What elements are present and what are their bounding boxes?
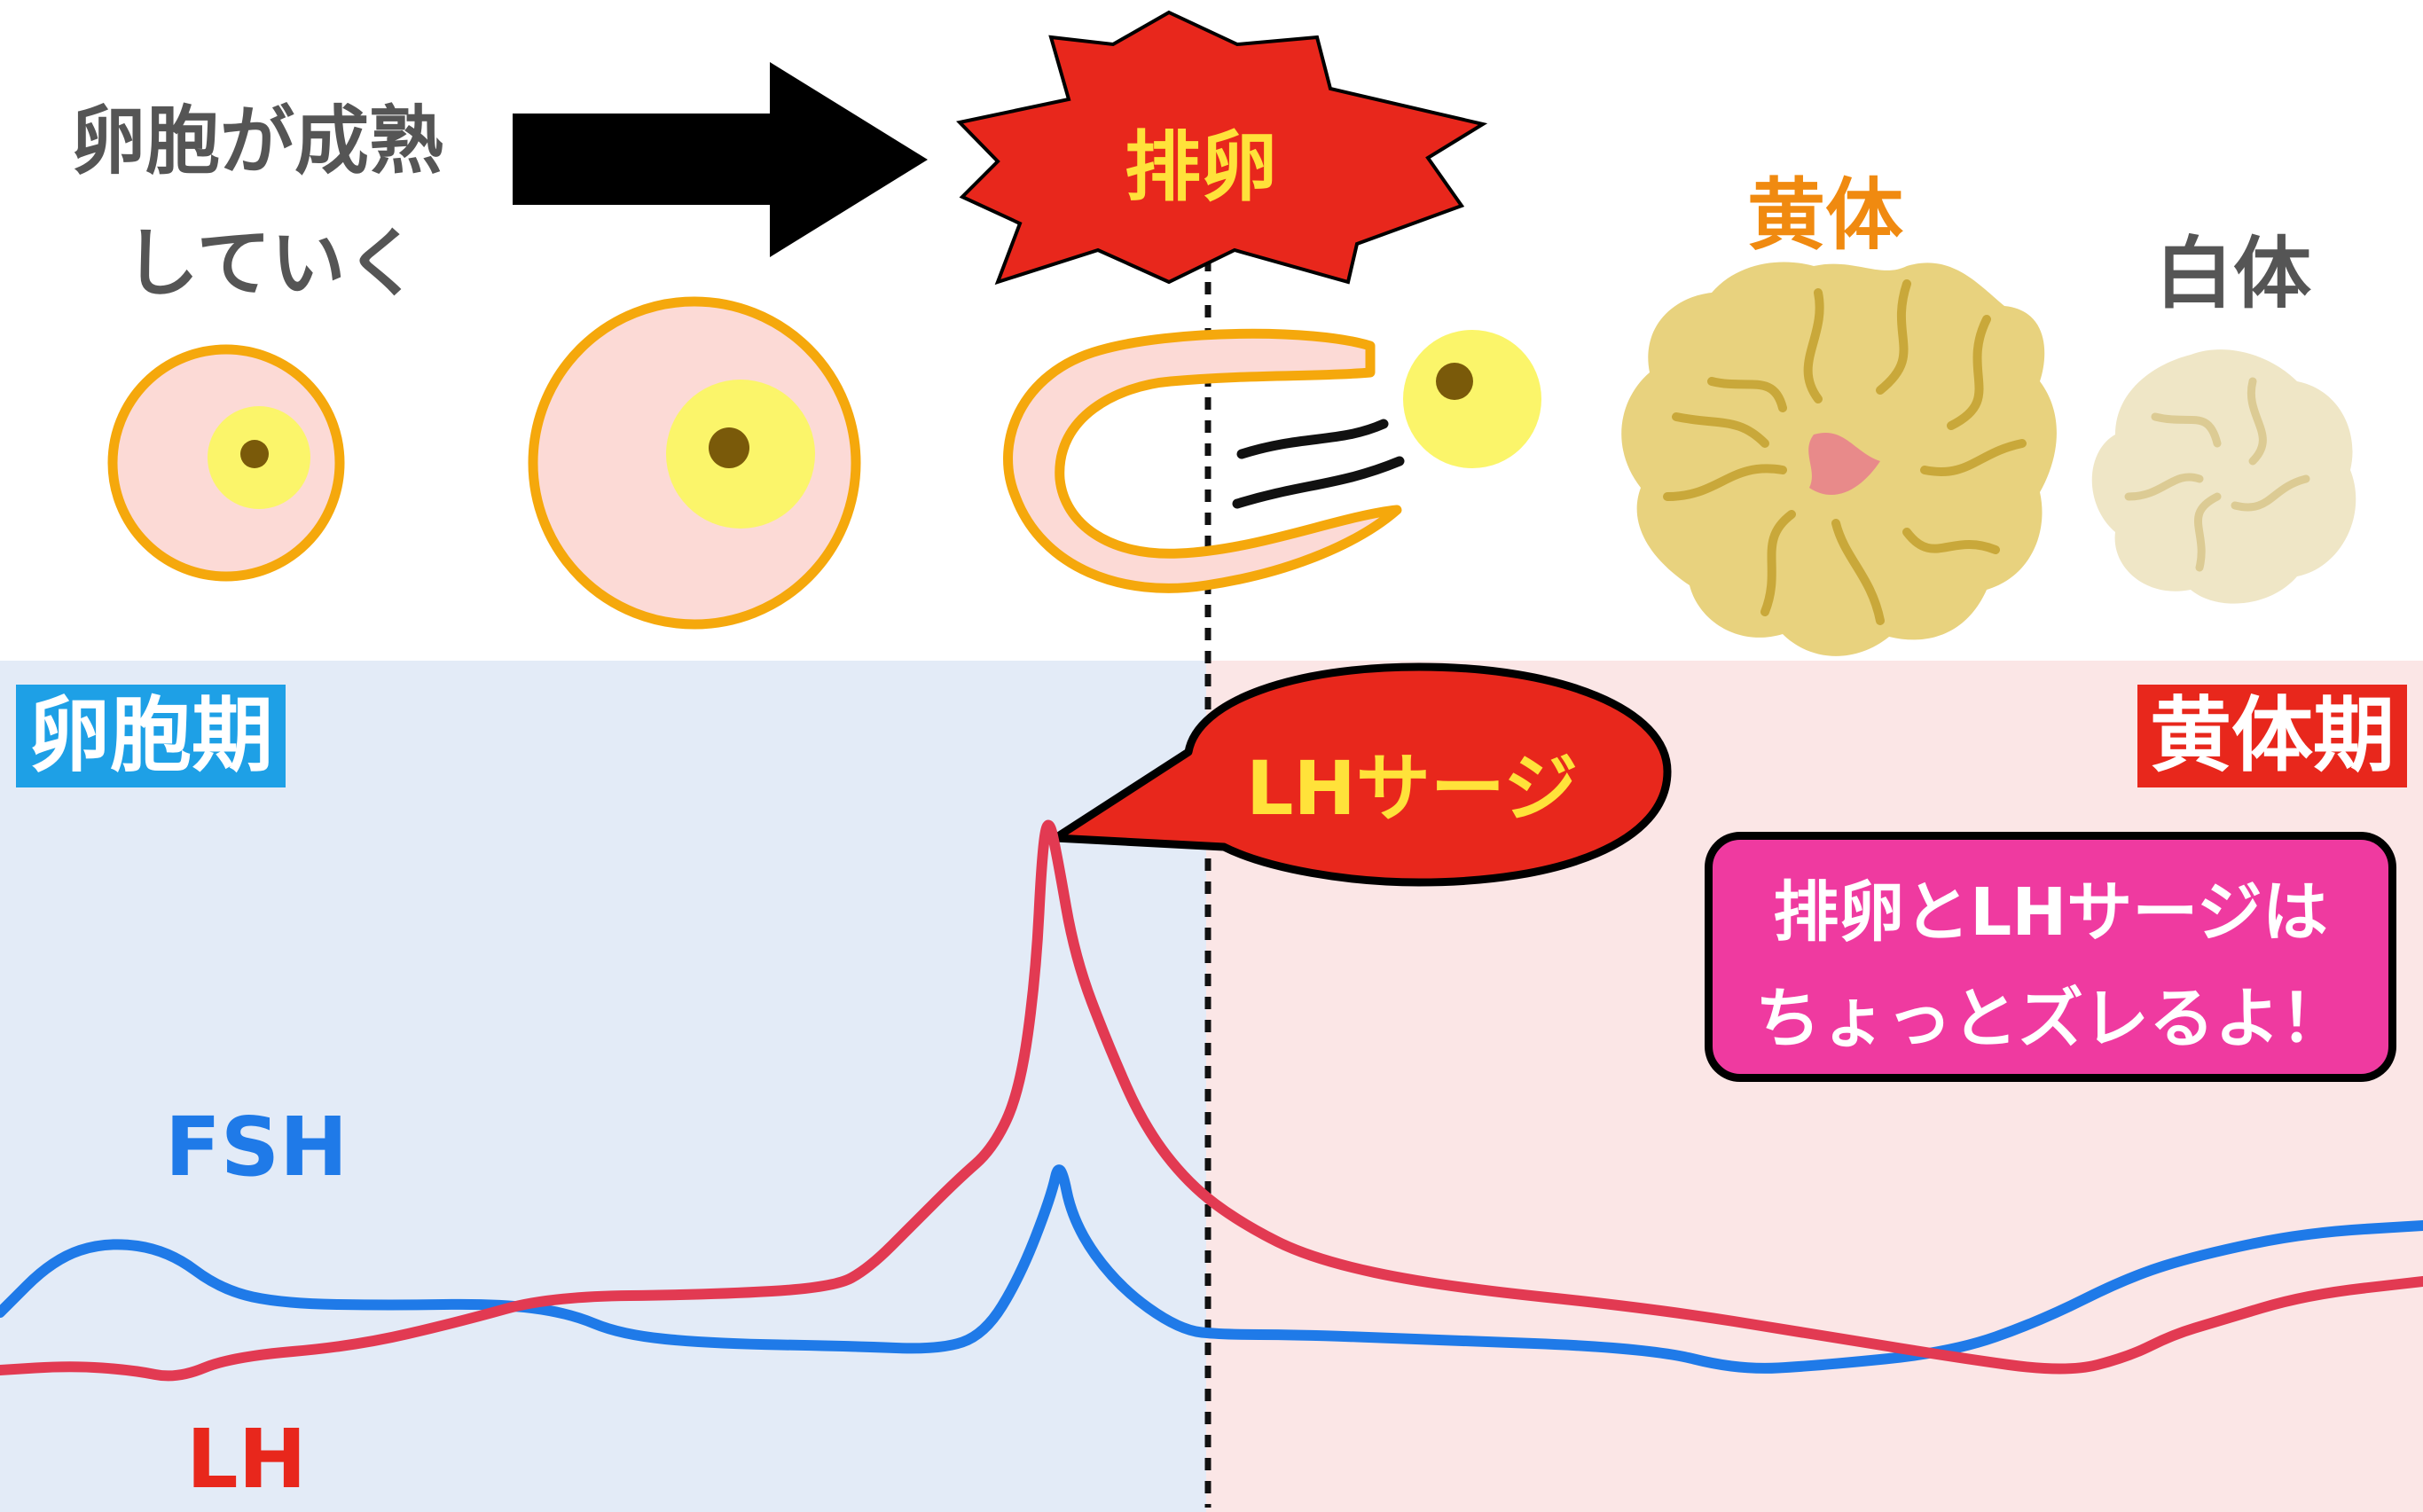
- note-line2: ちょっとズレるよ！: [1755, 981, 2346, 1057]
- lh-curve: [0, 819, 2423, 1382]
- follicular-phase-background: [0, 661, 1206, 1512]
- oocyte-nucleus: [1436, 363, 1473, 400]
- maturation-arrow: [513, 62, 928, 257]
- corpus-albicans-label: 白体: [2155, 228, 2312, 319]
- luteal-phase-tag: 黄体期: [2137, 685, 2408, 787]
- oocyte-nucleus: [709, 427, 749, 468]
- corpus-luteum-illustration: [1621, 262, 2057, 656]
- released-oocyte: [1403, 330, 1541, 468]
- corpus-albicans-illustration: [2091, 349, 2356, 604]
- lh-label: LH: [186, 1412, 307, 1507]
- oocyte-nucleus: [240, 440, 269, 468]
- lh-surge-label: LHサージ: [1246, 745, 1579, 832]
- ovulation-label: 排卵: [1125, 123, 1277, 212]
- note-line1: 排卵とLHサージは: [1773, 874, 2328, 951]
- maturing-label-line1: 卵胞が成熟: [71, 98, 444, 184]
- mature-follicle: [528, 296, 861, 630]
- small-follicle: [107, 344, 345, 582]
- lh-surge-bubble: [1051, 662, 1672, 887]
- corpus-luteum-label: 黄体: [1747, 169, 1904, 261]
- follicular-phase-tag: 卵胞期: [16, 685, 286, 787]
- ruptured-follicle: [1003, 328, 1541, 593]
- maturing-label-line2: していく: [124, 220, 420, 307]
- fsh-label: FSH: [165, 1100, 349, 1195]
- ovulation-burst: [956, 10, 1488, 286]
- note-box: 排卵とLHサージは ちょっとズレるよ！: [1705, 832, 2396, 1082]
